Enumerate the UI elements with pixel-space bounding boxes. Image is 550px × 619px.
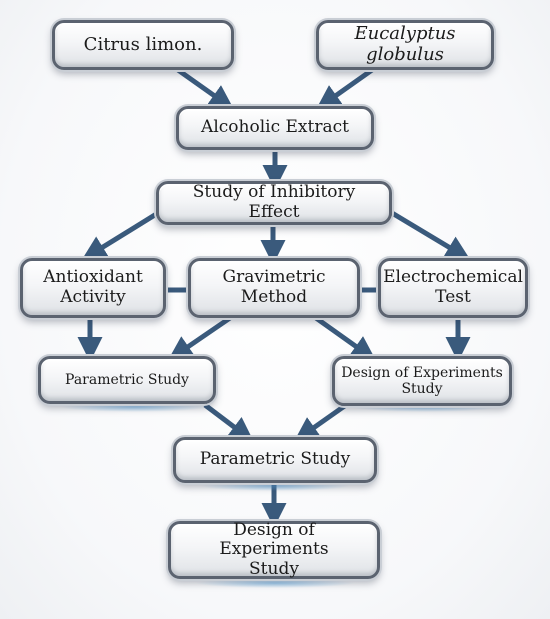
arrow-gravimetric-to-doe	[314, 315, 377, 361]
node-design-of-experiments-right: Design of Experiments Study	[332, 356, 512, 406]
arrow-gravimetric-to-parametric	[167, 315, 232, 361]
node-design-of-experiments-bottom: Design of Experiments Study	[168, 519, 380, 579]
glow-doe-bottom	[195, 578, 355, 588]
node-antioxidant-activity: Antioxidant Activity	[20, 258, 166, 318]
node-electrochemical-test: Electrochemical Test	[378, 258, 528, 318]
node-alcoholic-extract: Alcoholic Extract	[176, 106, 374, 150]
node-alcoholic-extract-label: Alcoholic Extract	[201, 117, 349, 138]
node-gravimetric-method-label: Gravimetric Method	[222, 267, 326, 307]
arrow-parametric-to-center	[203, 403, 254, 443]
arrow-citrus-to-extract	[176, 67, 235, 110]
arrow-study-to-antioxidant	[81, 210, 160, 261]
glow-parametric-center	[200, 481, 350, 491]
node-eucalyptus-globulus: Eucalyptus globulus	[316, 20, 494, 70]
glow-doe-right	[350, 402, 500, 412]
node-study-inhibitory-effect-label: Study of Inhibitory Effect	[192, 182, 356, 222]
node-electrochemical-test-label: Electrochemical Test	[383, 267, 523, 307]
glow-parametric-left	[60, 402, 210, 412]
node-parametric-study-left-label: Parametric Study	[65, 371, 189, 388]
node-gravimetric-method: Gravimetric Method	[188, 258, 360, 318]
node-citrus-limon-label: Citrus limon.	[83, 33, 203, 55]
node-parametric-study-left: Parametric Study	[38, 356, 216, 404]
node-eucalyptus-globulus-label: Eucalyptus globulus	[354, 23, 456, 65]
node-antioxidant-activity-label: Antioxidant Activity	[43, 267, 143, 307]
node-design-of-experiments-bottom-label: Design of Experiments Study	[219, 519, 329, 579]
node-study-inhibitory-effect: Study of Inhibitory Effect	[156, 181, 392, 225]
node-citrus-limon: Citrus limon.	[52, 20, 234, 70]
arrow-study-to-electrochemical	[390, 210, 471, 261]
node-parametric-study-center-label: Parametric Study	[199, 449, 351, 470]
arrow-eucalyptus-to-extract	[315, 67, 374, 110]
node-parametric-study-center: Parametric Study	[173, 437, 377, 483]
arrow-doe-to-center	[293, 402, 348, 442]
node-design-of-experiments-right-label: Design of Experiments Study	[341, 364, 503, 397]
